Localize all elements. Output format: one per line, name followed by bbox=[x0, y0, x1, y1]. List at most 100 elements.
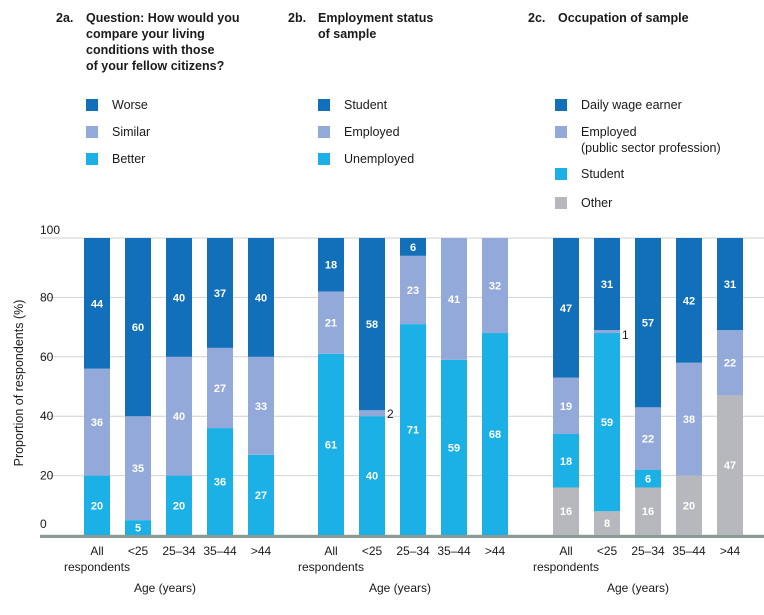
x-tick-label: >44 bbox=[485, 544, 506, 558]
y-tick-label: 60 bbox=[40, 350, 54, 364]
data-label: 61 bbox=[325, 439, 337, 451]
bar-segment bbox=[400, 255, 426, 325]
bar-segment bbox=[594, 511, 620, 535]
bar-segment bbox=[594, 333, 620, 512]
y-tick-label: 0 bbox=[40, 517, 47, 531]
data-label: 33 bbox=[255, 401, 267, 413]
legend-swatch bbox=[86, 126, 98, 138]
data-label: 16 bbox=[560, 506, 572, 518]
bar-segment bbox=[359, 238, 385, 411]
bar-segment bbox=[318, 353, 344, 535]
panel-title-text-2c: Occupation of sample bbox=[558, 11, 689, 25]
bar-segment bbox=[482, 238, 508, 334]
bar-segment bbox=[400, 238, 426, 256]
annotation: 1 bbox=[622, 328, 629, 342]
bar-segment bbox=[441, 238, 467, 360]
bar-segment bbox=[553, 434, 579, 488]
bar-segment bbox=[248, 454, 274, 535]
bar-segment bbox=[84, 238, 110, 369]
legend-label: Student bbox=[581, 167, 625, 181]
x-tick-label: 35–44 bbox=[437, 544, 471, 558]
chart-panel-2b: 612118Allrespondents4058<257123625–34594… bbox=[298, 238, 508, 595]
data-label: 31 bbox=[601, 279, 613, 291]
bar-segment bbox=[594, 330, 620, 334]
legend-label: Daily wage earner bbox=[581, 98, 682, 112]
bar-segment bbox=[166, 356, 192, 476]
data-label: 36 bbox=[91, 417, 103, 429]
panel-number-2a: 2a. bbox=[56, 11, 74, 25]
chart-panel-2c: 16181947Allrespondents85931<25166225725–… bbox=[533, 238, 743, 595]
data-label: 27 bbox=[255, 490, 267, 502]
legend-swatch bbox=[555, 168, 567, 180]
bar-segment bbox=[635, 238, 661, 408]
data-label: 20 bbox=[91, 500, 103, 512]
x-tick-label: All bbox=[90, 544, 103, 558]
bar-segment bbox=[166, 475, 192, 535]
bar-segment bbox=[717, 395, 743, 535]
data-label: 20 bbox=[683, 500, 695, 512]
bar-segment bbox=[635, 469, 661, 488]
data-label: 22 bbox=[724, 358, 736, 370]
bar-segment bbox=[207, 238, 233, 348]
data-label: 59 bbox=[601, 417, 613, 429]
legend-label: Unemployed bbox=[344, 152, 415, 166]
data-label: 22 bbox=[642, 433, 654, 445]
y-tick-label: 20 bbox=[40, 469, 54, 483]
x-tick-label: All bbox=[324, 544, 337, 558]
data-label: 18 bbox=[560, 456, 572, 468]
data-label: 47 bbox=[724, 460, 736, 472]
x-tick-label: <25 bbox=[597, 544, 618, 558]
bar-segment bbox=[676, 362, 702, 476]
legend-swatch bbox=[555, 197, 567, 209]
data-label: 27 bbox=[214, 383, 226, 395]
bar-segment bbox=[441, 359, 467, 535]
bar-segment bbox=[207, 347, 233, 429]
y-tick-label: 100 bbox=[40, 223, 60, 237]
data-label: 40 bbox=[173, 411, 185, 423]
data-label: 40 bbox=[173, 292, 185, 304]
bar-segment bbox=[676, 238, 702, 363]
bar-segment bbox=[84, 368, 110, 476]
bar-segment bbox=[125, 416, 151, 521]
data-label: 42 bbox=[683, 295, 695, 307]
data-label: 58 bbox=[366, 319, 378, 331]
panel-title-text-2a: Question: How would you compare your liv… bbox=[86, 11, 240, 73]
bar-segment bbox=[207, 428, 233, 535]
bar-segment bbox=[359, 416, 385, 535]
legend-label: Employed bbox=[344, 125, 400, 139]
x-axis-title: Age (years) bbox=[369, 581, 431, 595]
x-axis-title: Age (years) bbox=[134, 581, 196, 595]
data-label: 44 bbox=[91, 298, 104, 310]
data-label: 32 bbox=[489, 281, 501, 293]
data-label: 18 bbox=[325, 260, 337, 272]
legend-swatch bbox=[318, 126, 330, 138]
legend-swatch bbox=[318, 153, 330, 165]
y-tick-label: 40 bbox=[40, 409, 54, 423]
data-label: 71 bbox=[407, 425, 419, 437]
data-label: 60 bbox=[132, 322, 144, 334]
data-label: 38 bbox=[683, 414, 695, 426]
data-label: 59 bbox=[448, 442, 460, 454]
data-label: 5 bbox=[135, 523, 141, 535]
bar-segment bbox=[166, 238, 192, 357]
panel-title-2b: 2b.Employment status of sample bbox=[288, 10, 433, 42]
bar-segment bbox=[318, 238, 344, 292]
data-label: 6 bbox=[645, 474, 651, 486]
data-label: 6 bbox=[410, 242, 416, 254]
x-tick-label: 25–34 bbox=[162, 544, 196, 558]
data-label: 19 bbox=[560, 401, 572, 413]
annotation: 2 bbox=[387, 407, 394, 421]
x-tick-label: 25–34 bbox=[631, 544, 665, 558]
x-tick-label: respondents bbox=[64, 560, 130, 574]
bar-segment bbox=[553, 377, 579, 435]
data-label: 35 bbox=[132, 463, 144, 475]
data-label: 40 bbox=[366, 471, 378, 483]
bar-segment bbox=[635, 407, 661, 470]
legend-label: Student bbox=[344, 98, 388, 112]
bar-segment bbox=[248, 356, 274, 455]
bar-segment bbox=[717, 330, 743, 396]
data-label: 23 bbox=[407, 285, 419, 297]
bar-segment bbox=[318, 291, 344, 354]
bar-segment bbox=[717, 238, 743, 331]
